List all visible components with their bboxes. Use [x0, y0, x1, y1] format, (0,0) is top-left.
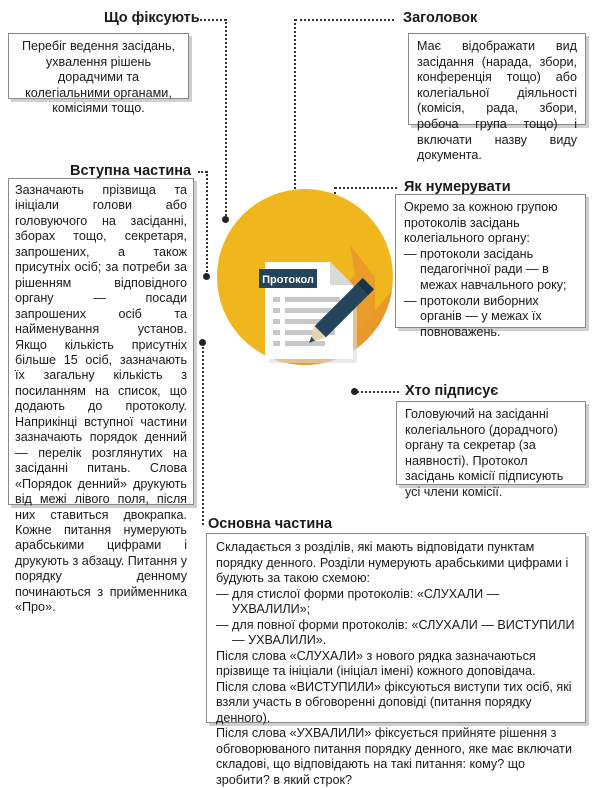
- connector-dot: [199, 339, 206, 346]
- connector-what-fixed: [200, 19, 226, 21]
- main-paragraph: Після слова «СЛУХАЛИ» з нового рядка заз…: [216, 648, 536, 679]
- document-label: Протокол: [262, 274, 314, 286]
- connector-intro-down: [206, 171, 208, 276]
- main-intro: Складається з розділів, які мають відпов…: [216, 540, 569, 585]
- connector-intro: [198, 171, 207, 173]
- connector-numbering: [335, 187, 397, 189]
- numbering-intro: Окремо за кожною групою протоколів засід…: [404, 200, 558, 246]
- header-title: Заголовок: [403, 10, 478, 26]
- main-paragraph: Після слова «УХВАЛИЛИ» фіксується прийня…: [216, 726, 572, 787]
- signs-title: Хто підписує: [405, 383, 499, 399]
- connector-header-down: [294, 19, 296, 257]
- numbering-title: Як нумерувати: [404, 179, 511, 195]
- connector-what-fixed-down: [225, 19, 227, 219]
- header-text: Має відображати вид засідання (нарада, з…: [417, 39, 577, 163]
- intro-text: Зазначають прізвища та ініціали голови а…: [15, 183, 187, 615]
- main-item: для повної форми протоколів: «СЛУХАЛИ — …: [216, 618, 576, 649]
- pencil-icon: [308, 277, 375, 344]
- connector-dot: [351, 388, 358, 395]
- intro-title: Вступна частина: [70, 163, 192, 179]
- document-label-bg: [259, 269, 317, 288]
- connector-main: [202, 342, 204, 525]
- numbering-box: Окремо за кожною групою протоколів засід…: [395, 194, 586, 339]
- intro-box: Зазначають прізвища та ініціали голови а…: [8, 178, 194, 614]
- main-title: Основна частина: [208, 516, 333, 532]
- numbering-item: протоколи засідань педагогічної ради — в…: [404, 247, 577, 294]
- connector-dot: [203, 273, 210, 280]
- what-fixed-box: Перебіг ведення засідань, ухвалення ріше…: [8, 33, 189, 115]
- what-fixed-text: Перебіг ведення засідань, ухвалення ріше…: [21, 39, 176, 116]
- main-item: для стислої форми протоколів: «СЛУХАЛИ —…: [216, 587, 576, 618]
- signs-text: Головуючий на засіданні колегіального (д…: [405, 407, 564, 499]
- connector-dot: [222, 216, 229, 223]
- main-paragraph: Після слова «ВИСТУПИЛИ» фіксуються висту…: [216, 679, 572, 725]
- what-fixed-title: Що фіксують: [104, 10, 200, 26]
- connector-header: [295, 19, 394, 21]
- header-box: Має відображати вид засідання (нарада, з…: [408, 33, 586, 162]
- connector-signs: [354, 391, 399, 393]
- main-box: Складається з розділів, які мають відпов…: [206, 533, 586, 787]
- numbering-item: протоколи виборних органів — у межах їх …: [404, 294, 577, 341]
- document-icon: Протокол: [259, 262, 357, 363]
- signs-box: Головуючий на засіданні колегіального (д…: [396, 401, 586, 499]
- protocol-illustration: Протокол: [217, 189, 393, 365]
